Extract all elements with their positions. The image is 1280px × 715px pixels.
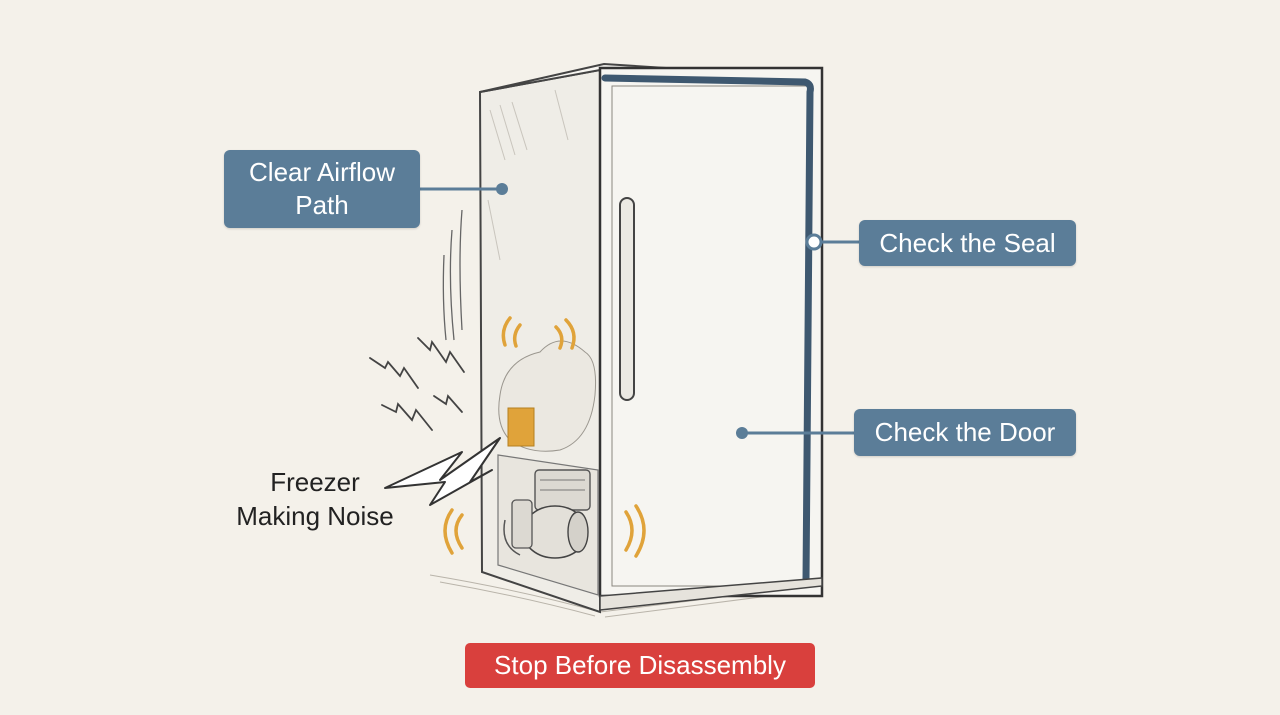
stop-before-disassembly-banner: Stop Before Disassembly [465,643,815,688]
callout-check-seal: Check the Seal [859,220,1076,266]
freezer-noise-caption: Freezer Making Noise [236,467,394,531]
callout-check-seal-text: Check the Seal [879,227,1056,258]
door-handle [619,197,635,401]
side-hatching [487,89,569,261]
highlight-panel [507,407,535,447]
door-seal-gasket [601,74,814,584]
compressor-icon [497,454,599,596]
lightning-bolt-icon [384,437,501,506]
freezer-base [599,577,823,611]
sketch-strokes [442,209,463,341]
callout-clear-airflow: Clear Airflow Path [224,150,420,228]
stop-before-disassembly-text: Stop Before Disassembly [494,650,786,680]
callout-clear-airflow-text: Clear Airflow Path [249,157,395,220]
sound-wave-icon [443,316,646,558]
callout-check-door: Check the Door [854,409,1076,456]
leader-lines [420,183,860,439]
vibration-lines [369,337,465,431]
callout-check-door-text: Check the Door [874,417,1056,447]
